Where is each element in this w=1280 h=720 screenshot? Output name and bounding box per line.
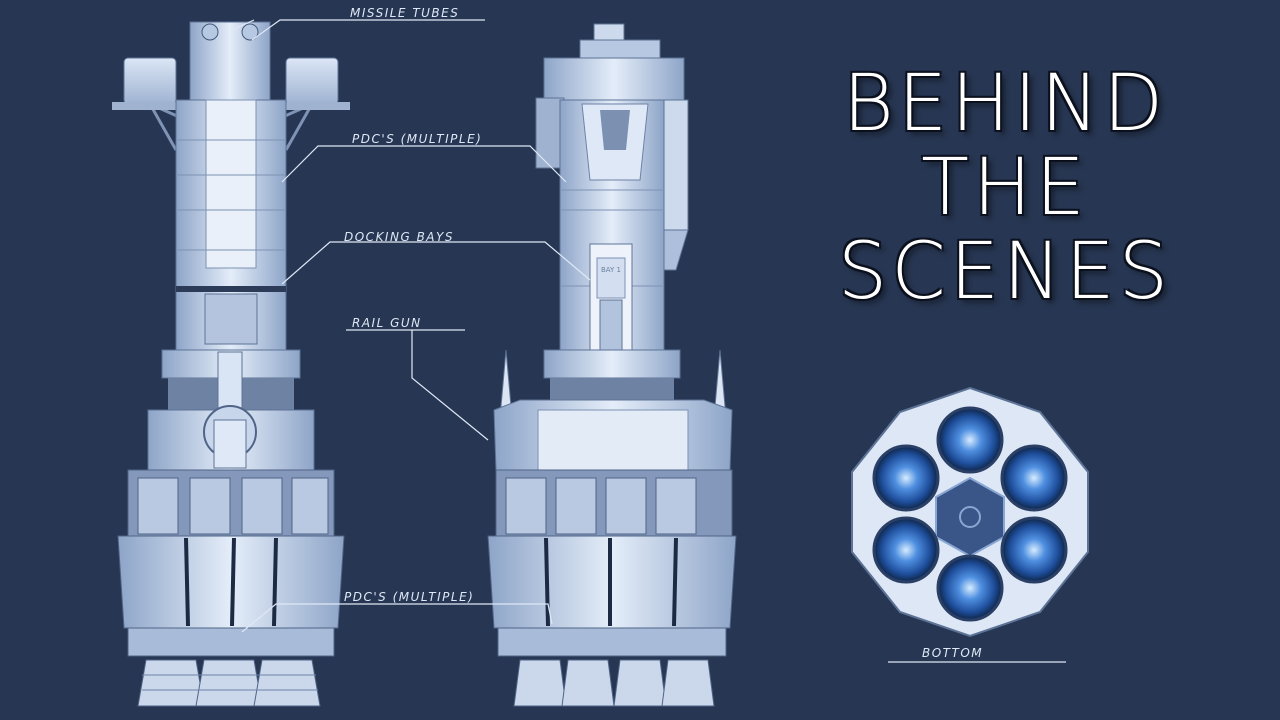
ship-front-view (112, 21, 350, 707)
callout-rail-gun: Rail Gun (352, 316, 422, 330)
ship-side-view: BAY 1 (487, 23, 737, 707)
callout-bottom: Bottom (922, 646, 984, 660)
title-line-2: THE (921, 143, 1089, 233)
callout-pdcs-upper: PDC's (multiple) (352, 132, 483, 146)
ship-bottom-view (851, 386, 1089, 638)
title-line-3: SCENES (837, 227, 1173, 317)
title-line-1: BEHIND (842, 59, 1168, 149)
docking-bay-marker: BAY 1 (601, 266, 621, 274)
callout-leader-lines (231, 19, 1066, 663)
callout-missile-tubes: Missile Tubes (350, 6, 460, 20)
callout-pdcs-lower: PDC's (multiple) (344, 590, 475, 604)
callout-docking-bays: Docking Bays (344, 230, 454, 244)
